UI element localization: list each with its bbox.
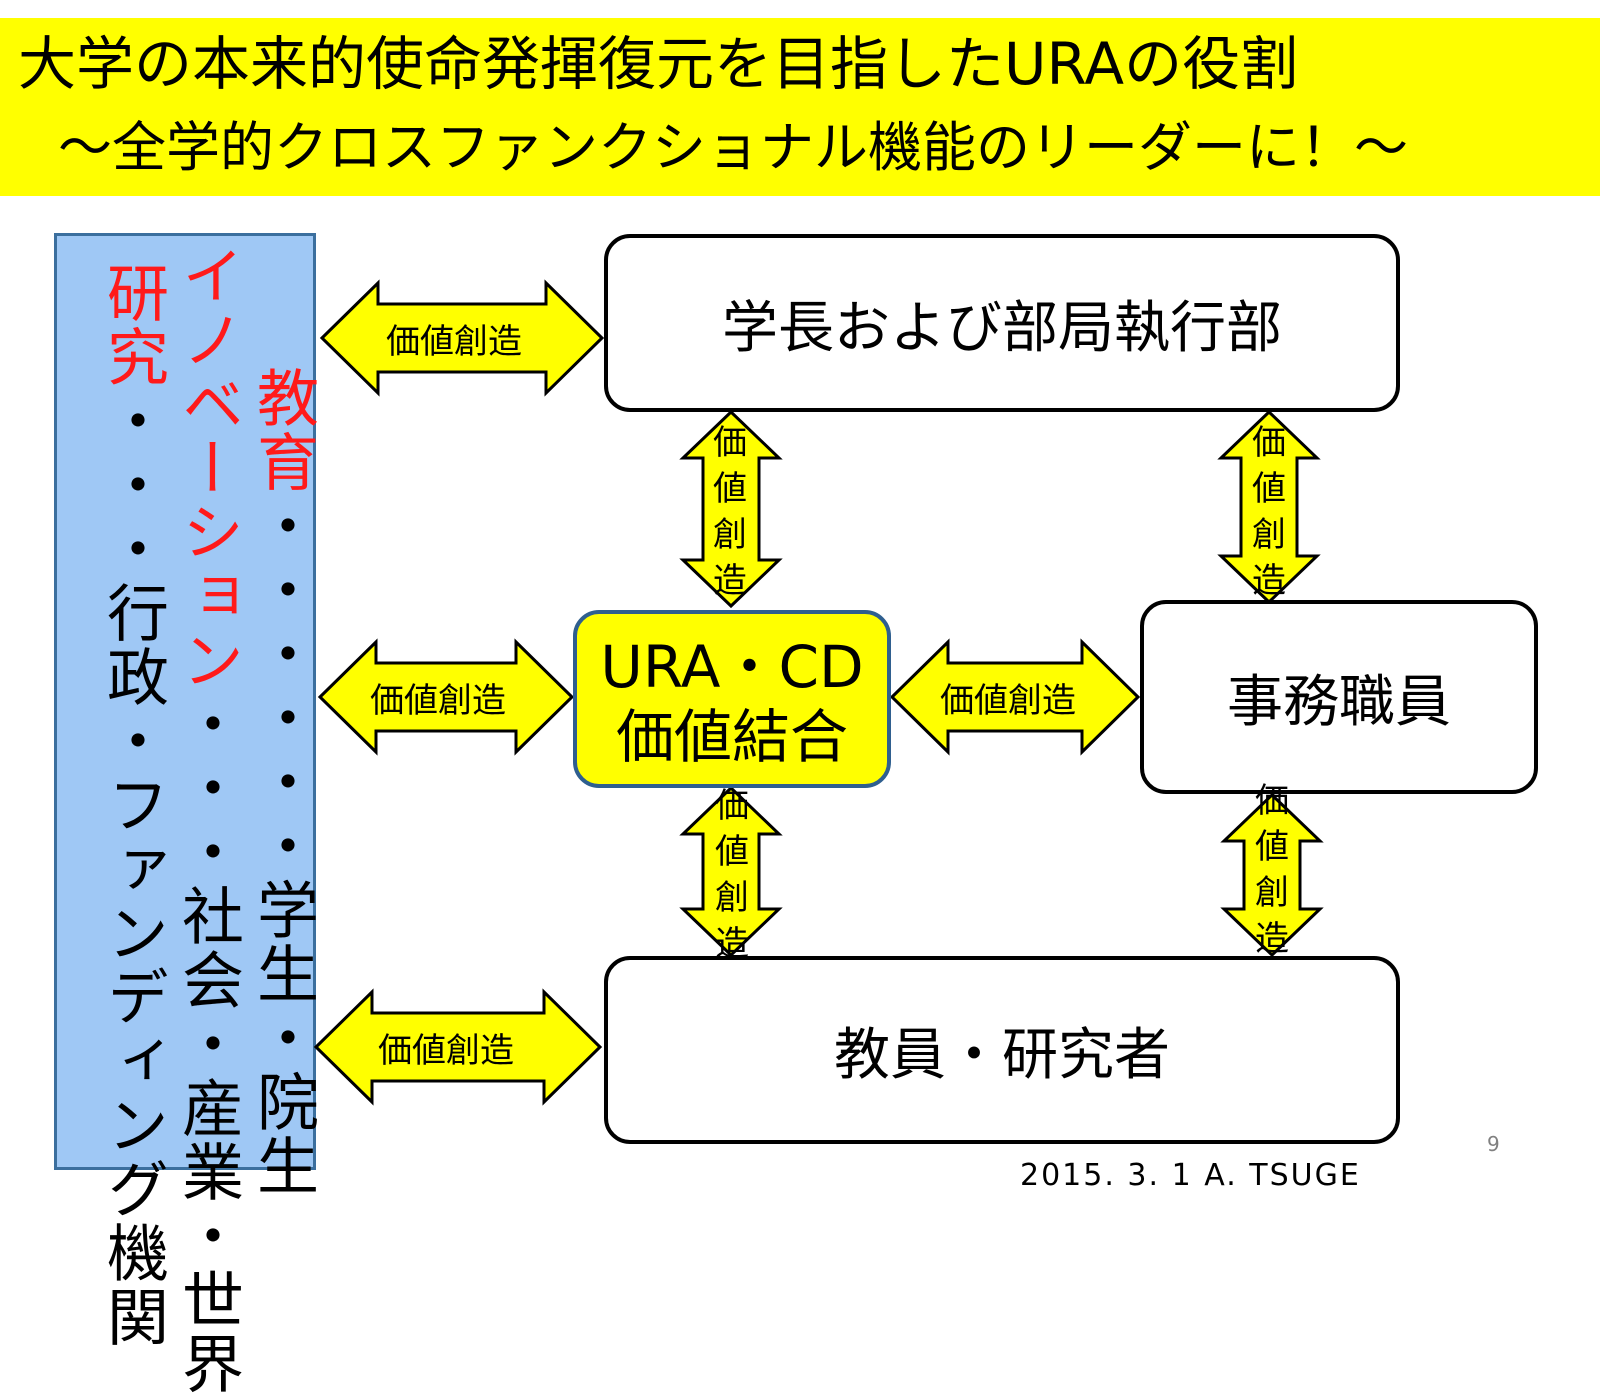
education-targets: ・・・・・・学生・院生 bbox=[246, 494, 319, 1198]
arrow-label-office-faculty: 価値創造 bbox=[1255, 781, 1289, 959]
arrow-panel-faculty bbox=[313, 988, 603, 1106]
innovation-label: イノベーション bbox=[171, 244, 244, 692]
arrow-label-ura-faculty: 価値創造 bbox=[715, 786, 749, 964]
ura-cd-label: URA・CD bbox=[600, 633, 864, 701]
faculty-label: 教員・研究者 bbox=[834, 1022, 1170, 1088]
arrow-ura-office bbox=[889, 638, 1141, 756]
education-column: 教育・・・・・・学生・院生 bbox=[237, 366, 319, 1198]
office-staff-node: 事務職員 bbox=[1140, 600, 1538, 794]
arrow-label-faculty: 価値創造 bbox=[378, 1031, 514, 1071]
page-number: 9 bbox=[1487, 1132, 1500, 1156]
research-label: 研究 bbox=[96, 261, 169, 389]
arrow-executive-ura bbox=[679, 409, 783, 609]
page-subtitle: ～全学的クロスファンクショナル機能のリーダーに！～ bbox=[58, 116, 1408, 179]
executive-node: 学長および部局執行部 bbox=[604, 234, 1400, 412]
value-integration-label: 価値結合 bbox=[615, 703, 848, 771]
faculty-node: 教員・研究者 bbox=[604, 956, 1400, 1144]
arrow-office-faculty bbox=[1220, 792, 1324, 958]
arrow-ura-faculty bbox=[679, 785, 783, 958]
arrow-label-ura-left: 価値創造 bbox=[370, 681, 506, 721]
arrow-label-exec-ura: 価値創造 bbox=[713, 423, 747, 601]
office-staff-label: 事務職員 bbox=[1227, 669, 1451, 735]
footer-credit: 2015. 3. 1 A. TSUGE bbox=[1020, 1158, 1361, 1193]
arrow-label-exec-office: 価値創造 bbox=[1252, 423, 1286, 601]
stakeholder-panel: 教育・・・・・・学生・院生 イノベーション・・・社会・産業・世界 研究・・・行政… bbox=[54, 233, 319, 1396]
research-column: 研究・・・行政・ファンディング機関 bbox=[87, 261, 169, 1349]
arrow-panel-executive bbox=[319, 279, 605, 397]
education-label: 教育 bbox=[246, 366, 319, 494]
page-title: 大学の本来的使命発揮復元を目指したURAの役割 bbox=[18, 30, 1299, 98]
title-banner bbox=[0, 18, 1600, 196]
value-creation-arrows bbox=[313, 279, 1324, 1106]
arrow-panel-ura bbox=[317, 638, 575, 756]
research-targets: ・・・行政・ファンディング機関 bbox=[96, 389, 169, 1349]
executive-label: 学長および部局執行部 bbox=[722, 295, 1282, 361]
ura-cd-node: URA・CD 価値結合 bbox=[573, 610, 891, 788]
arrow-label-ura-right: 価値創造 bbox=[940, 681, 1076, 721]
arrow-label-executive: 価値創造 bbox=[386, 322, 522, 362]
